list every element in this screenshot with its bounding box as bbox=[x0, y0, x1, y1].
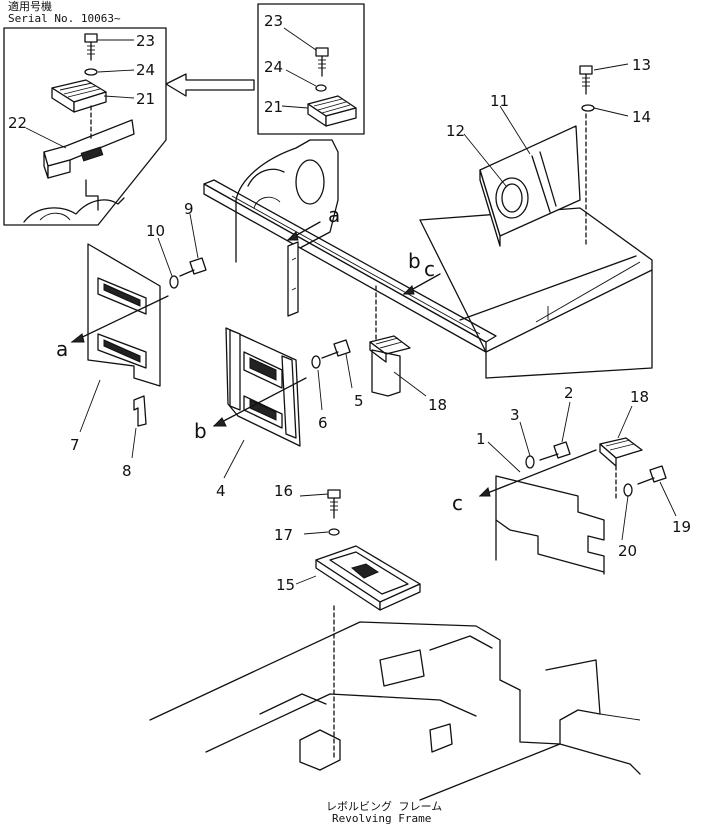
callout-23-detail: 23 bbox=[136, 32, 155, 50]
callout-24-center: 24 bbox=[264, 58, 283, 76]
bolt-icon bbox=[333, 339, 351, 357]
bolt-icon bbox=[189, 257, 207, 275]
upper-frame-assembly bbox=[203, 113, 653, 397]
callout-13: 13 bbox=[632, 56, 651, 74]
washer-icon bbox=[169, 275, 179, 289]
callout-16: 16 bbox=[274, 482, 293, 500]
frame-label-jp: レボルビング フレーム bbox=[326, 799, 442, 813]
view-letter-c-top: c bbox=[424, 257, 435, 281]
arrow-head-icon bbox=[478, 487, 491, 497]
callout-3: 3 bbox=[510, 406, 520, 424]
callout-15: 15 bbox=[276, 576, 295, 594]
bolt-icon bbox=[649, 465, 667, 483]
view-letter-c-left: c bbox=[452, 491, 463, 515]
callout-4: 4 bbox=[216, 482, 226, 500]
washer-icon bbox=[315, 84, 327, 92]
callout-7: 7 bbox=[70, 436, 80, 454]
callout-12: 12 bbox=[446, 122, 465, 140]
washer-icon bbox=[328, 528, 340, 536]
detail-inset-box bbox=[3, 27, 167, 226]
frame-label: Revolving Frame bbox=[332, 812, 431, 825]
view-letter-b-top: b bbox=[408, 249, 421, 273]
serial-note: Serial No. 10063~ bbox=[8, 12, 121, 25]
callout-9: 9 bbox=[184, 200, 194, 218]
arrow-head-icon bbox=[402, 285, 415, 295]
bolt-icon bbox=[327, 489, 341, 499]
view-letter-a-top: a bbox=[328, 203, 340, 227]
serial-note-jp: 適用号機 bbox=[8, 0, 52, 13]
callout-1: 1 bbox=[476, 430, 486, 448]
bolt-icon bbox=[315, 47, 329, 57]
callout-6: 6 bbox=[318, 414, 328, 432]
step-plate-15 bbox=[315, 545, 421, 611]
callout-8: 8 bbox=[122, 462, 132, 480]
bolt-icon bbox=[84, 33, 98, 43]
bracket-assembly-1 bbox=[495, 437, 643, 575]
bolt-icon bbox=[579, 65, 593, 75]
callout-21-center: 21 bbox=[264, 98, 283, 116]
callout-24-detail: 24 bbox=[136, 61, 155, 79]
callout-5: 5 bbox=[354, 392, 364, 410]
callout-23-center: 23 bbox=[264, 12, 283, 30]
detail-pointer-arrow bbox=[165, 73, 255, 97]
washer-icon bbox=[525, 455, 535, 469]
view-letter-a-left: a bbox=[56, 337, 68, 361]
washer-icon bbox=[581, 104, 595, 112]
arrow-head-icon bbox=[212, 417, 227, 427]
callout-2: 2 bbox=[564, 384, 574, 402]
callout-14: 14 bbox=[632, 108, 651, 126]
callout-20: 20 bbox=[618, 542, 637, 560]
side-cover-7 bbox=[87, 243, 161, 427]
callout-19: 19 bbox=[672, 518, 691, 536]
callout-17: 17 bbox=[274, 526, 293, 544]
callout-21-detail: 21 bbox=[136, 90, 155, 108]
washer-icon bbox=[311, 355, 321, 369]
revolving-frame bbox=[149, 621, 641, 801]
side-cover-4 bbox=[225, 327, 301, 447]
center-detail-box bbox=[257, 3, 365, 135]
callout-18-upper: 18 bbox=[428, 396, 447, 414]
view-letter-b-left: b bbox=[194, 419, 207, 443]
callout-18-right: 18 bbox=[630, 388, 649, 406]
washer-icon bbox=[623, 483, 633, 497]
bolt-icon bbox=[553, 441, 571, 459]
washer-icon bbox=[84, 68, 98, 76]
arrow-head-icon bbox=[70, 333, 85, 343]
callout-11: 11 bbox=[490, 92, 509, 110]
arrow-head-icon bbox=[286, 231, 299, 241]
callout-22-detail: 22 bbox=[8, 114, 27, 132]
callout-10: 10 bbox=[146, 222, 165, 240]
